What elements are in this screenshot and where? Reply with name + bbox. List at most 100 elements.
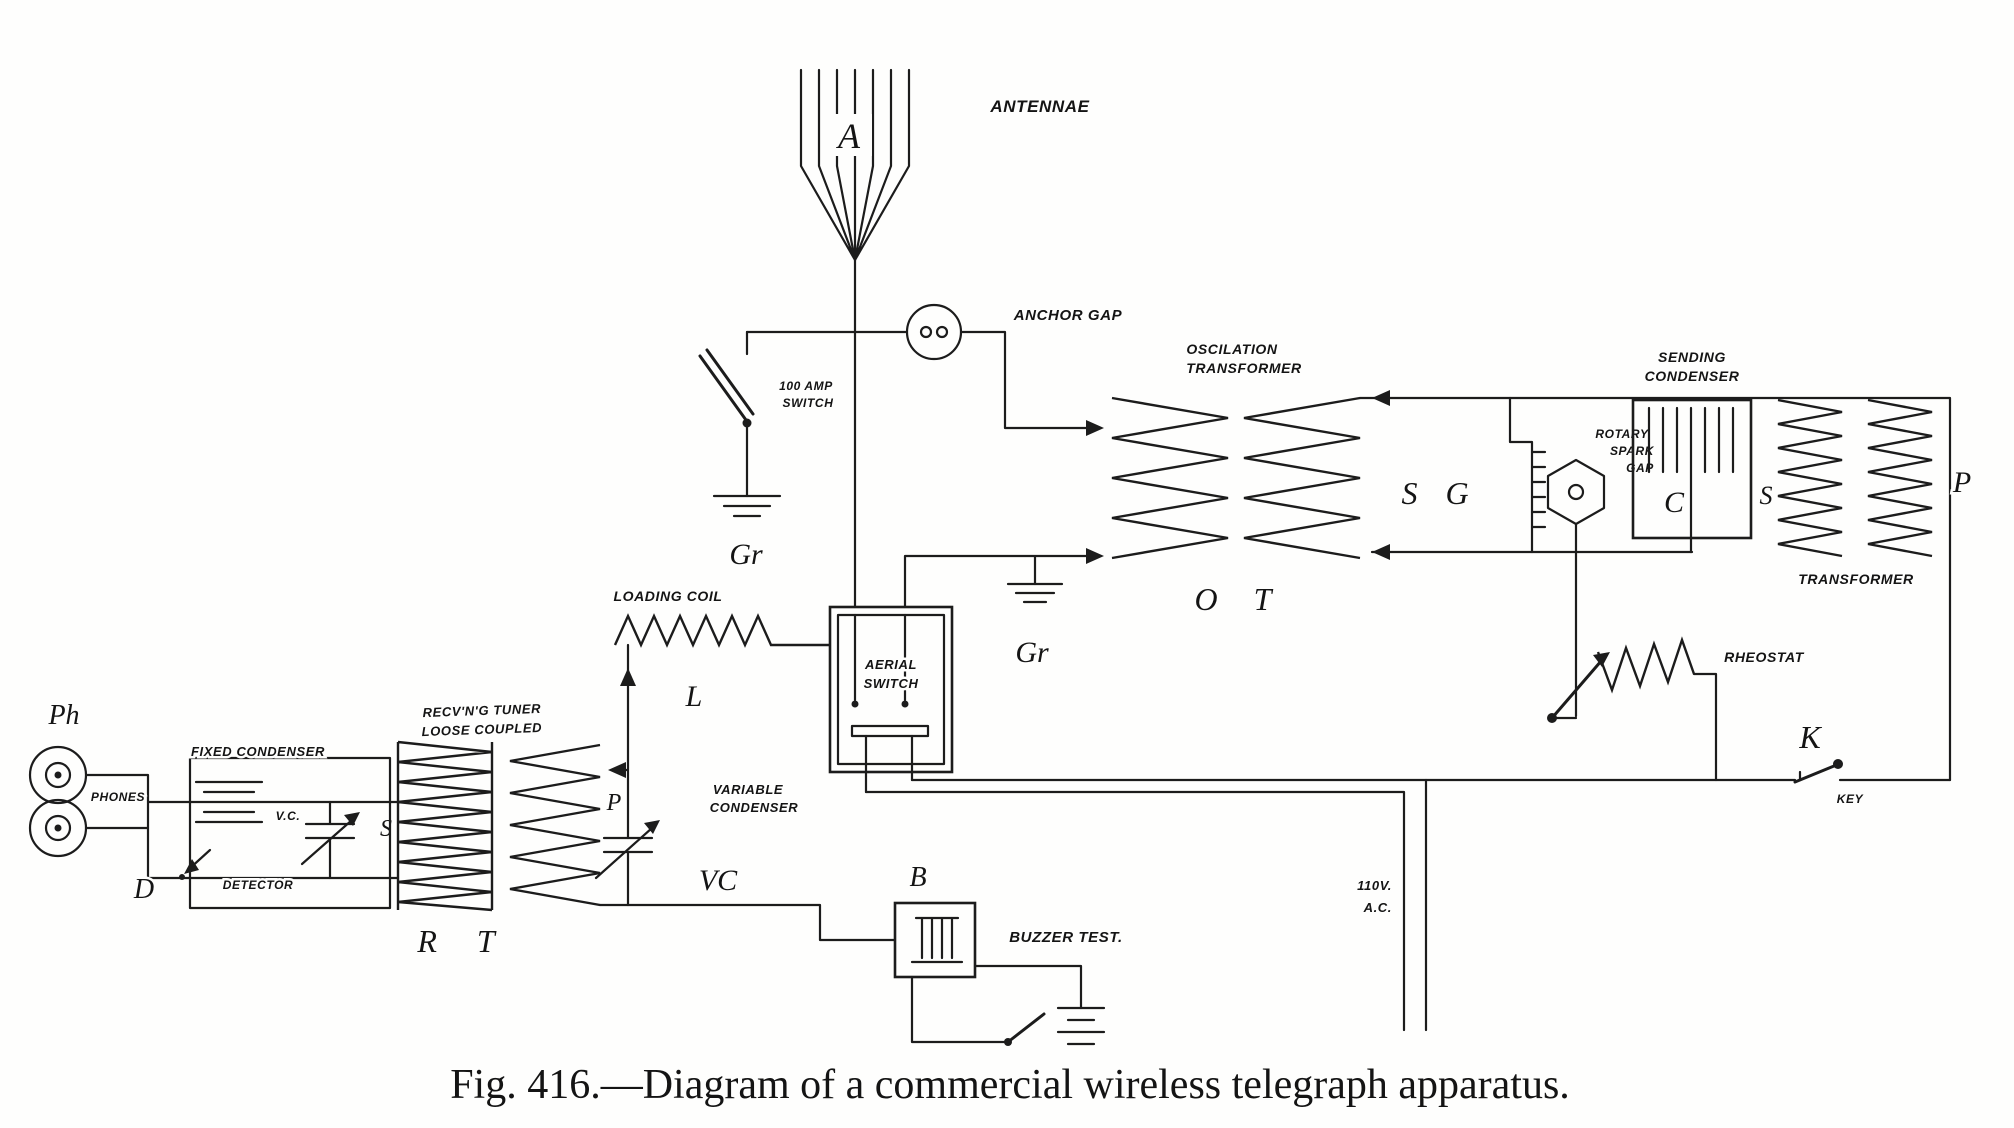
spark-gap-letters: S G <box>1401 475 1478 511</box>
arrowhead <box>644 820 660 834</box>
switch-blade <box>698 348 755 422</box>
top-bus-wire <box>1358 396 1952 782</box>
sending-condenser-label-2: CONDENSER <box>1645 368 1740 384</box>
detector-letter: D <box>133 874 154 905</box>
key-label: KEY <box>1837 792 1864 806</box>
variable-condenser-label-2: CONDENSER <box>710 800 798 815</box>
tuner-primary-coil <box>396 740 494 912</box>
tuner-secondary-letter: P <box>606 790 622 816</box>
anchor-gap-label: ANCHOR GAP <box>1013 307 1123 324</box>
antenna: A ANTENNAE <box>799 68 1092 609</box>
condenser-plates <box>1647 406 1735 554</box>
oscillation-transformer: OSCILATION TRANSFORMER O T Gr <box>903 339 1361 672</box>
variable-condenser-label-1: VARIABLE <box>713 782 783 797</box>
anchor-gap: ANCHOR GAP <box>745 303 1125 436</box>
aerial-switch-leads <box>864 734 914 794</box>
ground-letter: Gr <box>1015 636 1049 669</box>
tuner-secondary-coil <box>509 743 601 907</box>
arrowhead <box>184 859 199 874</box>
rheostat-lead <box>1692 672 1718 782</box>
osc-lower-wire <box>903 554 1088 609</box>
transformer-primary-letter: P <box>1952 466 1971 499</box>
aerial-switch-label-2: SWITCH <box>864 676 919 691</box>
phone-earpiece <box>28 745 88 805</box>
variable-condenser-letters: VC <box>699 864 738 897</box>
spark-gap-rotor <box>1546 458 1606 526</box>
antenna-letter: A <box>836 116 861 156</box>
sending-condenser-label-1: SENDING <box>1658 349 1726 365</box>
loading-coil: LOADING COIL L <box>608 586 830 907</box>
rheostat-pivot <box>1547 713 1557 723</box>
receiving-tuner: RECV'N'G TUNER LOOSE COUPLED S P R T <box>378 698 625 961</box>
detector-contact <box>179 874 185 880</box>
buzzer-test: B BUZZER TEST. <box>598 860 1125 1046</box>
aerial-switch: AERIAL SWITCH <box>828 605 954 794</box>
switch-100amp-label-2: SWITCH <box>783 396 834 410</box>
arrowhead <box>1086 420 1104 436</box>
rotary-spark-gap-label-1: ROTARY <box>1595 427 1649 441</box>
key-knob <box>1833 759 1843 769</box>
mains-label-2: A.C. <box>1363 900 1392 915</box>
phone-earpiece-inner <box>44 761 72 789</box>
arrowhead <box>1372 390 1390 406</box>
switch-hinge <box>742 418 752 428</box>
arrowhead <box>620 668 636 686</box>
osc-transformer-letters: O T <box>1195 581 1286 617</box>
loading-coil-winding <box>613 613 830 648</box>
battery-circuit-wire <box>910 964 1083 1044</box>
mains-wires <box>864 778 1428 1032</box>
spark-gap-shaft <box>1567 483 1585 501</box>
ground-letter: Gr <box>729 538 763 571</box>
transformer-secondary-coil <box>1777 398 1843 558</box>
osc-transformer-label-2: TRANSFORMER <box>1186 360 1302 376</box>
phone-earpiece-dot <box>54 824 62 832</box>
aerial-switch-box-inner <box>836 613 946 766</box>
telegraph-key: K KEY <box>910 717 1952 809</box>
rotary-spark-gap: ROTARY SPARK GAP S G <box>1399 396 1657 720</box>
switch-contact <box>851 700 859 708</box>
receiver-box <box>188 756 392 910</box>
condenser-letter: C <box>1664 486 1685 519</box>
power-transformer: S P TRANSFORMER <box>1757 398 1974 590</box>
spark-gap-studs <box>1530 450 1547 529</box>
battery-switch-lever <box>1006 1012 1046 1044</box>
rheostat: RHEOSTAT <box>1547 636 1807 782</box>
anchor-gap-symbol <box>905 303 963 361</box>
receiving-tuner-label-2: LOOSE COUPLED <box>421 720 542 739</box>
mains-supply: 110V. A.C. <box>864 778 1428 1032</box>
buzzer-box <box>893 901 977 979</box>
anchor-gap-electrode <box>935 325 949 339</box>
battery-plates <box>1056 1006 1106 1046</box>
tuner-letters: R T <box>416 923 510 959</box>
detector-label: DETECTOR <box>223 878 294 892</box>
battery-switch-pivot <box>1004 1038 1012 1046</box>
osc-primary-coil <box>1111 396 1229 560</box>
receiver-unit: FIXED CONDENSER PHONES Ph V.C. D DETECTO… <box>28 698 400 910</box>
switch-100amp-label-1: 100 AMP <box>779 379 833 393</box>
aerial-switch-contacts <box>850 613 930 738</box>
arrowhead <box>344 812 360 826</box>
anchor-gap-electrode <box>919 325 933 339</box>
osc-secondary-coil <box>1243 396 1361 560</box>
osc-transformer-label-1: OSCILATION <box>1186 341 1278 357</box>
vc-plates <box>602 836 654 854</box>
anchor-gap-wire <box>745 330 1088 430</box>
fixed-condenser-plates <box>146 780 400 824</box>
key-letter: K <box>1798 719 1822 755</box>
antenna-wires <box>799 68 911 262</box>
key-lever <box>1793 764 1836 784</box>
vc-arrow-line <box>594 826 654 880</box>
phone-earpiece-inner <box>44 814 72 842</box>
arrowhead <box>1086 548 1104 564</box>
transformer-primary-coil <box>1867 398 1933 558</box>
phones-label: PHONES <box>91 790 145 804</box>
buzzer-label: BUZZER TEST. <box>1009 929 1123 946</box>
rheostat-coil <box>1596 636 1696 694</box>
switch-100amp: 100 AMP SWITCH Gr <box>698 330 835 574</box>
buzzer-letter: B <box>909 862 926 893</box>
loading-coil-letter: L <box>685 680 703 713</box>
buzzer-coil-glyph <box>910 916 964 964</box>
antenna-label: ANTENNAE <box>989 97 1089 116</box>
